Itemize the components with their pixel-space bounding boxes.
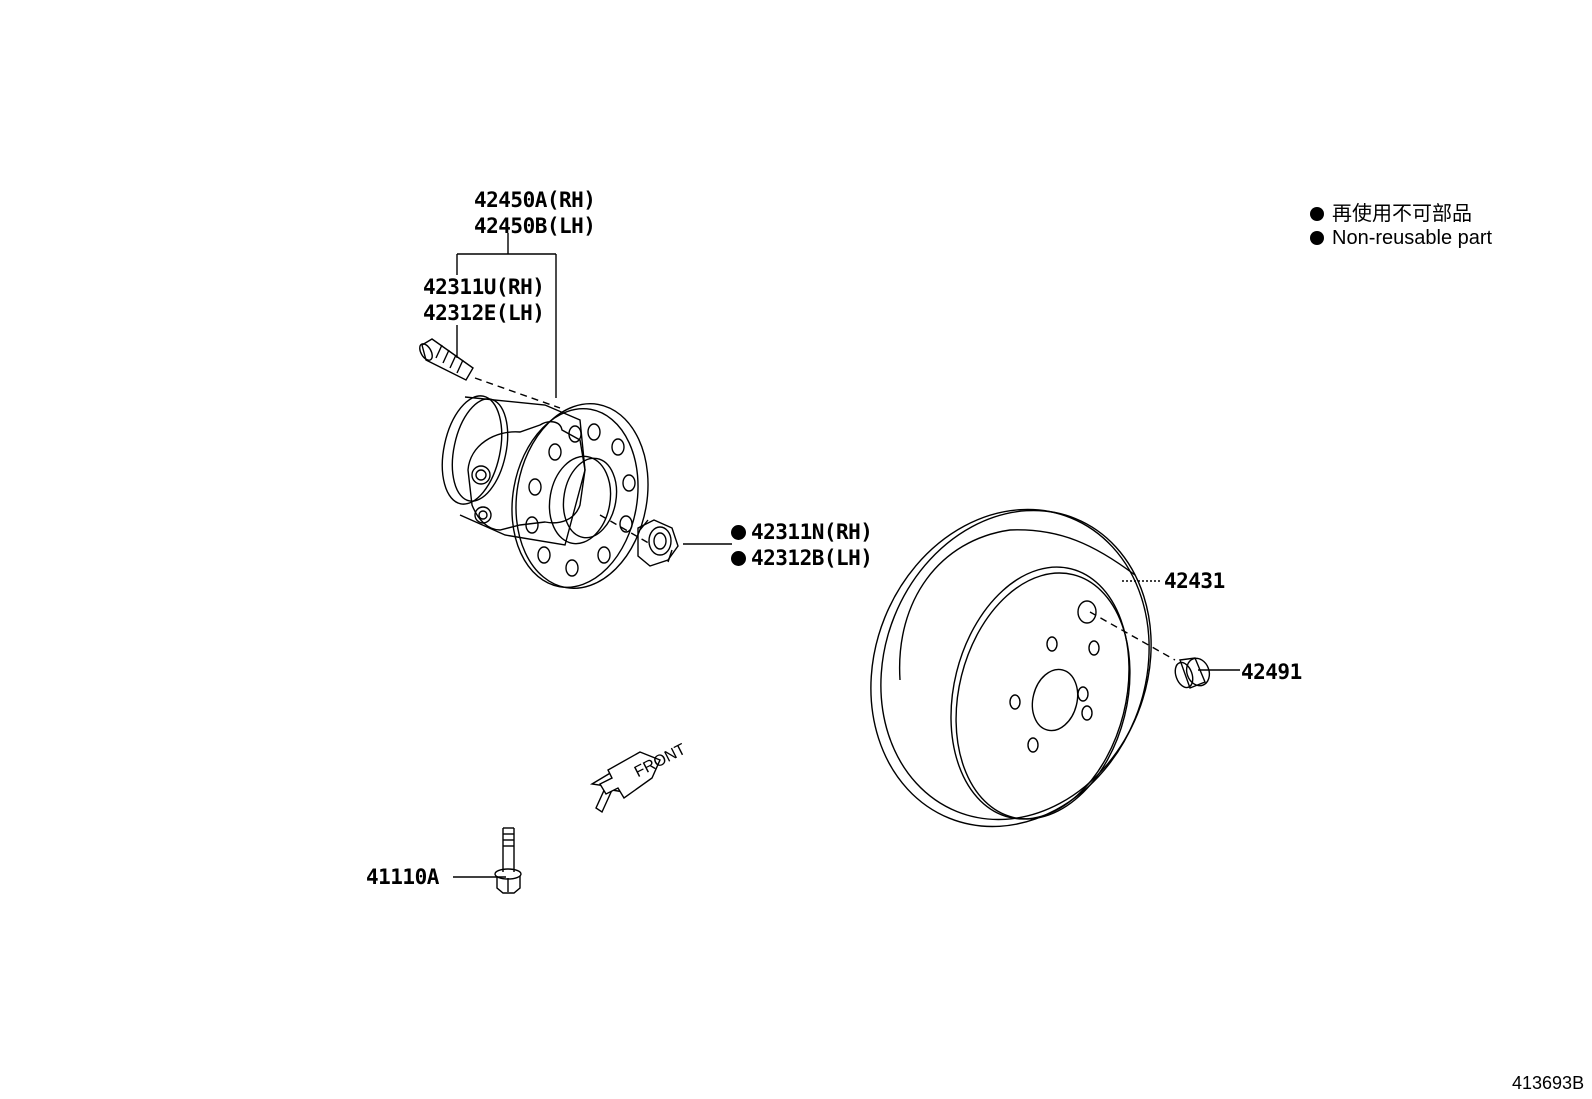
- label-hub-nut-rh-text: 42311N(RH): [751, 520, 873, 544]
- non-reusable-dot-icon: [1310, 207, 1324, 221]
- figure-number: 413693B: [1512, 1073, 1585, 1093]
- label-hub-assy-lh: 42450B(LH): [474, 214, 596, 238]
- hub-nut-illustration: [637, 519, 679, 567]
- non-reusable-dot-icon: [731, 551, 746, 566]
- front-arrow-icon: [589, 751, 661, 814]
- label-hub-bolt-rh: 42311U(RH): [423, 275, 545, 299]
- legend-english: Non-reusable part: [1310, 228, 1492, 248]
- hub-bolt-illustration: [419, 338, 474, 381]
- label-hub-nut-lh: 42312B(LH): [731, 546, 873, 570]
- label-bolt: 41110A: [366, 865, 439, 889]
- non-reusable-dot-icon: [1310, 231, 1324, 245]
- legend-english-text: Non-reusable part: [1332, 227, 1493, 249]
- label-disc: 42431: [1164, 569, 1225, 593]
- assembly-lines: [474, 377, 1176, 661]
- label-hub-assy-rh: 42450A(RH): [474, 188, 596, 212]
- legend-japanese-text: 再使用不可部品: [1332, 203, 1472, 225]
- non-reusable-dot-icon: [731, 525, 746, 540]
- label-plug: 42491: [1241, 660, 1302, 684]
- bolt-illustration: [494, 827, 522, 894]
- legend-japanese: 再使用不可部品: [1310, 204, 1472, 224]
- label-hub-bolt-lh: 42312E(LH): [423, 301, 545, 325]
- plug-illustration: [1174, 657, 1211, 689]
- label-hub-nut-lh-text: 42312B(LH): [751, 546, 873, 570]
- hub-assembly-illustration: [441, 395, 649, 589]
- label-hub-nut-rh: 42311N(RH): [731, 520, 873, 544]
- brake-disc-illustration: [870, 508, 1152, 828]
